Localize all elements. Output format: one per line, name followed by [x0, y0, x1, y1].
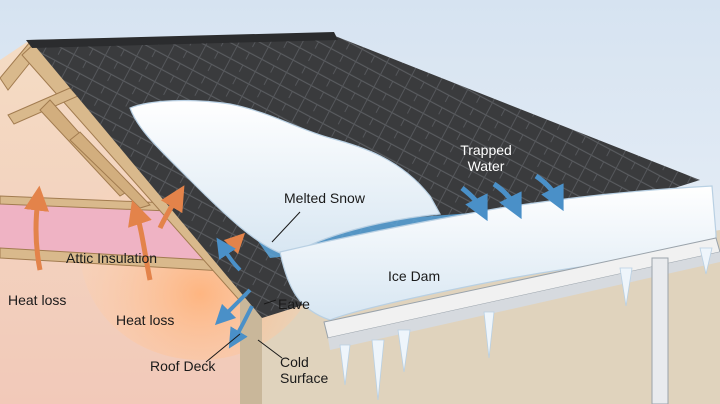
gutter — [323, 237, 720, 339]
label-eave: Eave — [278, 296, 310, 312]
icicle — [339, 344, 351, 386]
leader-line-eave — [263, 299, 277, 305]
wall-stud — [240, 300, 262, 404]
heat-loss-arrow — [128, 200, 153, 281]
air-flow-arrow — [216, 237, 242, 272]
label-heat-loss-center: Heat loss — [116, 312, 175, 328]
label-cold-surface: Cold Surface — [280, 354, 329, 386]
label-roof-deck: Roof Deck — [150, 358, 216, 374]
ridge-cap — [26, 32, 338, 48]
leader-line-roof-deck — [205, 333, 241, 363]
trapped-water-arrow — [492, 181, 522, 220]
heat-loss-arrow — [24, 185, 49, 271]
leader-line-melted-snow — [271, 211, 301, 243]
icicle — [619, 267, 633, 307]
icicle — [397, 329, 411, 373]
heat-loss-arrow — [157, 185, 185, 230]
label-melted-snow: Melted Snow — [284, 190, 365, 206]
label-heat-loss-left: Heat loss — [8, 292, 67, 308]
label-attic-insulation: Attic Insulation — [66, 250, 158, 266]
label-ice-dam: Ice Dam — [388, 268, 441, 284]
icicle — [371, 339, 385, 401]
trapped-water-arrow — [534, 173, 564, 212]
trapped-water-arrow — [460, 186, 488, 222]
air-flow-arrow — [214, 288, 252, 326]
melted-snow-layer — [129, 99, 441, 257]
downspout — [651, 257, 669, 404]
icicle — [483, 311, 495, 359]
icicle — [699, 247, 713, 275]
leader-line-cold-surface — [257, 339, 283, 359]
label-trapped-water: Trapped Water — [460, 142, 512, 174]
